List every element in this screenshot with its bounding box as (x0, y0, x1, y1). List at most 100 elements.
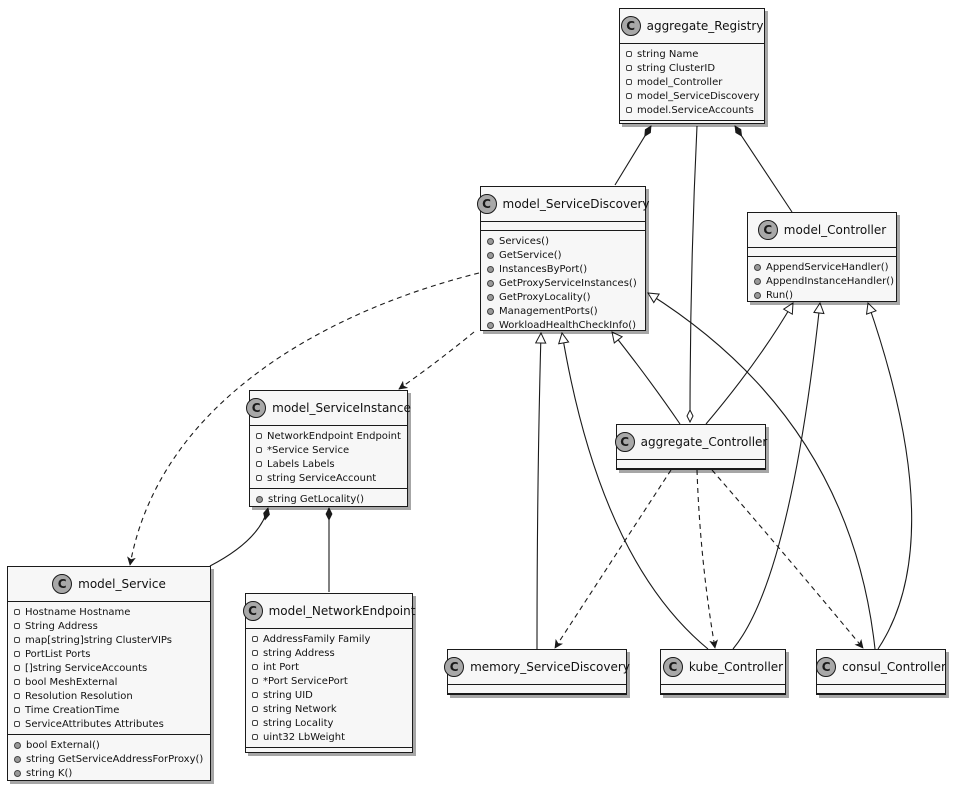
field-visibility-icon (252, 706, 258, 712)
field-text: model_Controller (637, 76, 723, 88)
method-row: string K() (8, 766, 210, 780)
field-row: string Name (620, 47, 764, 61)
method-visibility-icon (487, 251, 494, 259)
method-visibility-icon (487, 307, 494, 315)
method-visibility-icon (14, 769, 21, 777)
method-text: string K() (26, 767, 73, 779)
field-row: string Locality (246, 716, 412, 730)
relation-composition-aggregate_registry-model_controller (734, 125, 793, 213)
field-row: Hostname Hostname (8, 605, 210, 619)
relation-dependency-aggregate_controller-consul_controller (711, 469, 864, 649)
field-text: string ClusterID (637, 62, 716, 74)
fields-compartment (481, 222, 645, 231)
class-name: memory_ServiceDiscovery (470, 660, 630, 674)
field-row: ServiceAttributes Attributes (8, 717, 210, 731)
method-row: Services() (481, 234, 645, 248)
field-text: String Address (25, 620, 98, 632)
field-row: int Port (246, 660, 412, 674)
method-text: Run() (766, 289, 793, 301)
class-name: model_NetworkEndpoint (268, 604, 416, 618)
class-name: model_Controller (783, 223, 887, 237)
class-name: consul_Controller (842, 660, 946, 674)
field-visibility-icon (14, 609, 20, 615)
field-text: bool MeshExternal (25, 676, 118, 688)
relation-inheritance-kube_controller-model_servicediscovery (562, 333, 709, 650)
field-text: Hostname Hostname (25, 606, 131, 618)
class-stereotype-icon: C (816, 657, 837, 677)
method-visibility-icon (487, 293, 494, 301)
method-visibility-icon (14, 741, 21, 749)
class-name: model_ServiceDiscovery (502, 197, 650, 211)
field-text: Time CreationTime (25, 704, 120, 716)
field-visibility-icon (626, 65, 632, 71)
method-visibility-icon (487, 237, 494, 245)
field-visibility-icon (252, 720, 258, 726)
relation-dependency-model_servicediscovery-model_service (127, 272, 480, 566)
method-row: GetProxyLocality() (481, 290, 645, 304)
field-row: Labels Labels (250, 457, 407, 471)
fields-compartment (617, 460, 765, 469)
method-row: InstancesByPort() (481, 262, 645, 276)
relation-dependency-aggregate_controller-kube_controller (696, 469, 718, 649)
field-row: string Network (246, 702, 412, 716)
method-visibility-icon (754, 263, 761, 271)
field-visibility-icon (14, 707, 20, 713)
methods-compartment (817, 694, 945, 702)
field-text: int Port (263, 661, 300, 673)
method-row: string GetServiceAddressForProxy() (8, 752, 210, 766)
methods-compartment: bool External()string GetServiceAddressF… (8, 735, 210, 783)
relation-dependency-model_servicediscovery-model_serviceinstance (398, 331, 475, 390)
method-visibility-icon (754, 277, 761, 285)
method-visibility-icon (487, 321, 494, 329)
fields-compartment: NetworkEndpoint Endpoint*Service Service… (250, 426, 407, 489)
methods-compartment (620, 121, 764, 129)
fields-compartment (661, 685, 785, 694)
class-stereotype-icon: C (52, 574, 73, 594)
field-row: String Address (8, 619, 210, 633)
method-row: bool External() (8, 738, 210, 752)
methods-compartment (246, 748, 412, 756)
field-row: model_Controller (620, 75, 764, 89)
field-visibility-icon (14, 651, 20, 657)
class-name: model_Service (78, 577, 166, 591)
field-row: PortList Ports (8, 647, 210, 661)
field-text: []string ServiceAccounts (25, 662, 148, 674)
fields-compartment (748, 248, 896, 257)
field-visibility-icon (626, 79, 632, 85)
field-row: *Port ServicePort (246, 674, 412, 688)
methods-compartment: Services()GetService()InstancesByPort()G… (481, 231, 645, 335)
field-visibility-icon (14, 623, 20, 629)
field-visibility-icon (626, 107, 632, 113)
field-row: Time CreationTime (8, 703, 210, 717)
method-row: AppendServiceHandler() (748, 260, 896, 274)
method-text: AppendInstanceHandler() (766, 275, 895, 287)
field-visibility-icon (14, 637, 20, 643)
method-row: WorkloadHealthCheckInfo() (481, 318, 645, 332)
field-visibility-icon (252, 692, 258, 698)
fields-compartment (448, 685, 626, 694)
class-stereotype-icon: C (242, 601, 263, 621)
field-row: bool MeshExternal (8, 675, 210, 689)
field-text: map[string]string ClusterVIPs (25, 634, 172, 646)
relation-inheritance-consul_controller-model_servicediscovery (648, 293, 876, 650)
field-text: NetworkEndpoint Endpoint (267, 430, 401, 442)
field-text: *Port ServicePort (263, 675, 348, 687)
methods-compartment (661, 694, 785, 702)
field-row: NetworkEndpoint Endpoint (250, 429, 407, 443)
class-name: aggregate_Registry (646, 19, 764, 33)
